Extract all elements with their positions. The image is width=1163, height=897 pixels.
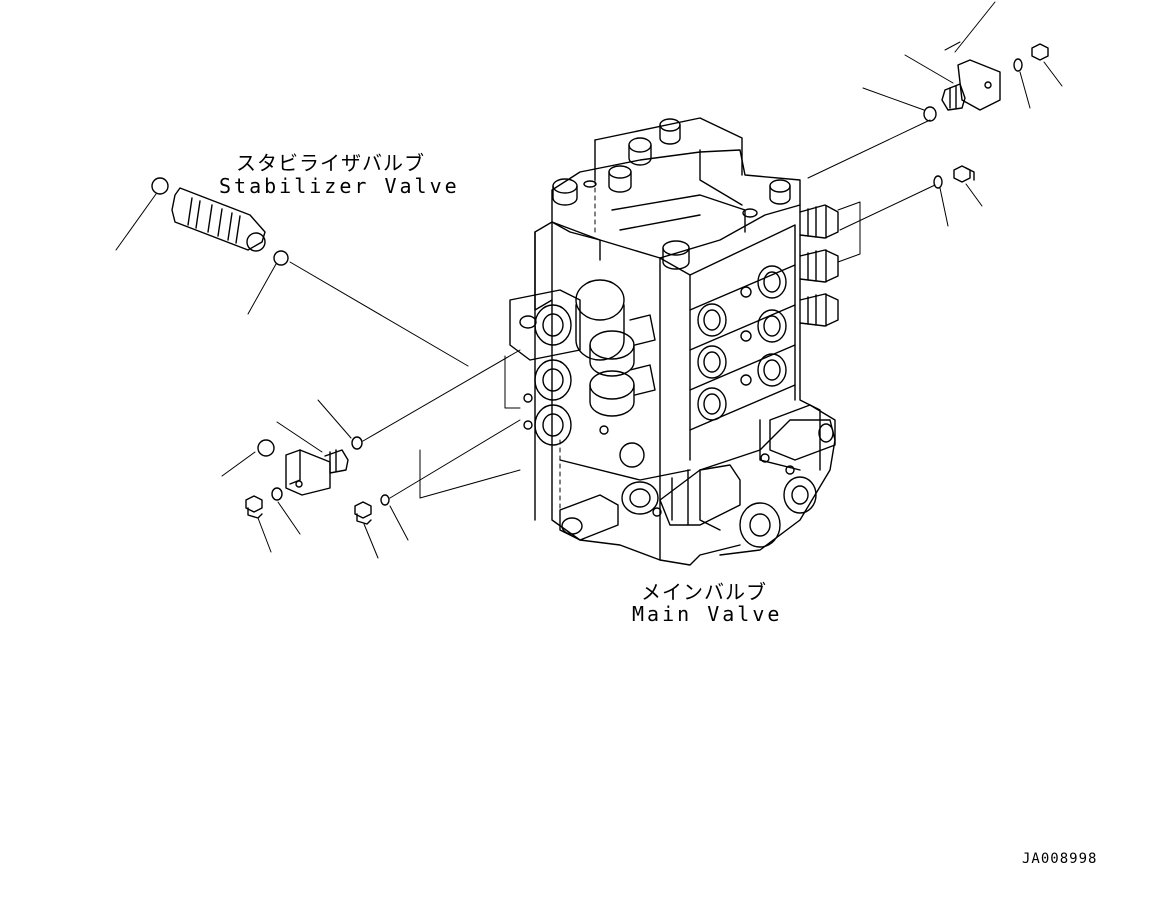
- top-plugs: [553, 119, 790, 269]
- right-spool-caps: [800, 205, 838, 326]
- solenoid-right: [924, 42, 1048, 188]
- left-plugs: [246, 488, 389, 524]
- right-face-ports: [698, 266, 786, 420]
- stabilizer-valve: [152, 178, 288, 265]
- drawing-code: JA008998: [1022, 851, 1098, 867]
- main-valve-label-en: Main Valve: [632, 602, 783, 626]
- solenoid-right-o-ring: [924, 107, 936, 121]
- left-spool-section: [510, 280, 658, 540]
- solenoid-left: [258, 437, 362, 495]
- solenoid-left-o-ring-a: [258, 440, 274, 456]
- main-valve-label-jp: メインバルブ: [641, 580, 767, 604]
- stabilizer-valve-label-jp: スタビライザバルブ: [236, 151, 425, 175]
- stabilizer-o-ring-left: [152, 178, 168, 194]
- lower-right-block: [653, 405, 835, 547]
- leader-lines: [116, 2, 1062, 558]
- stabilizer-valve-label-en: Stabilizer Valve: [219, 174, 460, 198]
- hidden-lines: [560, 180, 800, 510]
- solenoid-left-o-ring-b: [352, 437, 362, 449]
- stabilizer-o-ring-right: [274, 251, 288, 265]
